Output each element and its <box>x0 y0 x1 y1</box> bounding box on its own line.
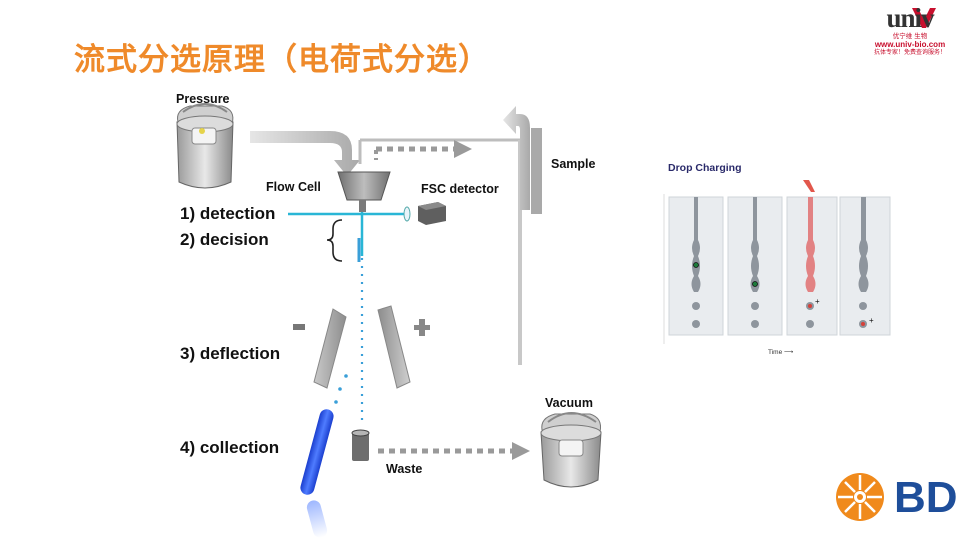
flow-cell-label: Flow Cell <box>266 180 321 194</box>
inset-panel-3 <box>786 180 838 336</box>
flowcell-dotted-arrow <box>374 140 472 160</box>
bd-logo-word: BD <box>894 473 958 522</box>
charge-sign-panel-4: + <box>869 316 874 325</box>
fluid-stream <box>357 212 364 420</box>
waste-container <box>351 429 370 461</box>
time-axis-label: Time ⟶ <box>768 349 794 356</box>
charge-sign-panel-3: + <box>815 297 820 306</box>
deflection-plate-negative <box>313 308 347 389</box>
deflected-droplets <box>334 374 348 404</box>
minus-sign <box>293 324 305 330</box>
fsc-detector <box>403 202 446 225</box>
flow-cell <box>337 171 391 212</box>
fsc-detector-label: FSC detector <box>421 182 499 196</box>
pressure-label: Pressure <box>176 92 230 106</box>
decision-brace <box>326 219 343 262</box>
univ-logo-url: www.univ-bio.com <box>874 40 946 49</box>
sample-label: Sample <box>551 157 596 171</box>
drop-charging-title: Drop Charging <box>668 162 742 174</box>
inset-panel-1 <box>668 196 724 336</box>
vacuum-canister <box>540 412 602 488</box>
plus-sign <box>414 319 430 336</box>
step-detection: 1) detection <box>180 204 276 223</box>
univ-logo-word: univ <box>886 3 934 33</box>
bd-logo-burst <box>836 473 884 521</box>
slide-title: 流式分选原理（电荷式分选） <box>74 42 490 78</box>
step-deflection: 3) deflection <box>180 344 281 363</box>
inset-panel-2 <box>727 196 783 336</box>
univ-logo: univ 优宁维 生物 www.univ-bio.com 抗体专家！免费查询服务… <box>872 4 948 57</box>
univ-logo-mark <box>912 8 936 28</box>
pressure-canister <box>176 103 234 189</box>
collection-tube <box>300 409 334 538</box>
vacuum-label: Vacuum <box>545 396 593 410</box>
pressure-arrow <box>250 131 360 176</box>
sample-line <box>358 106 542 365</box>
drop-charging-inset <box>663 180 891 344</box>
waste-label: Waste <box>386 462 423 476</box>
step-decision: 2) decision <box>180 230 269 249</box>
deflection-plate-positive <box>377 305 411 389</box>
univ-logo-slogan: 抗体专家！免费查询服务！ <box>873 49 946 56</box>
waste-dotted-arrow <box>378 442 530 460</box>
step-collection: 4) collection <box>180 438 280 457</box>
univ-logo-cn: 优宁维 生物 <box>892 32 928 40</box>
inset-panel-4 <box>839 196 891 336</box>
